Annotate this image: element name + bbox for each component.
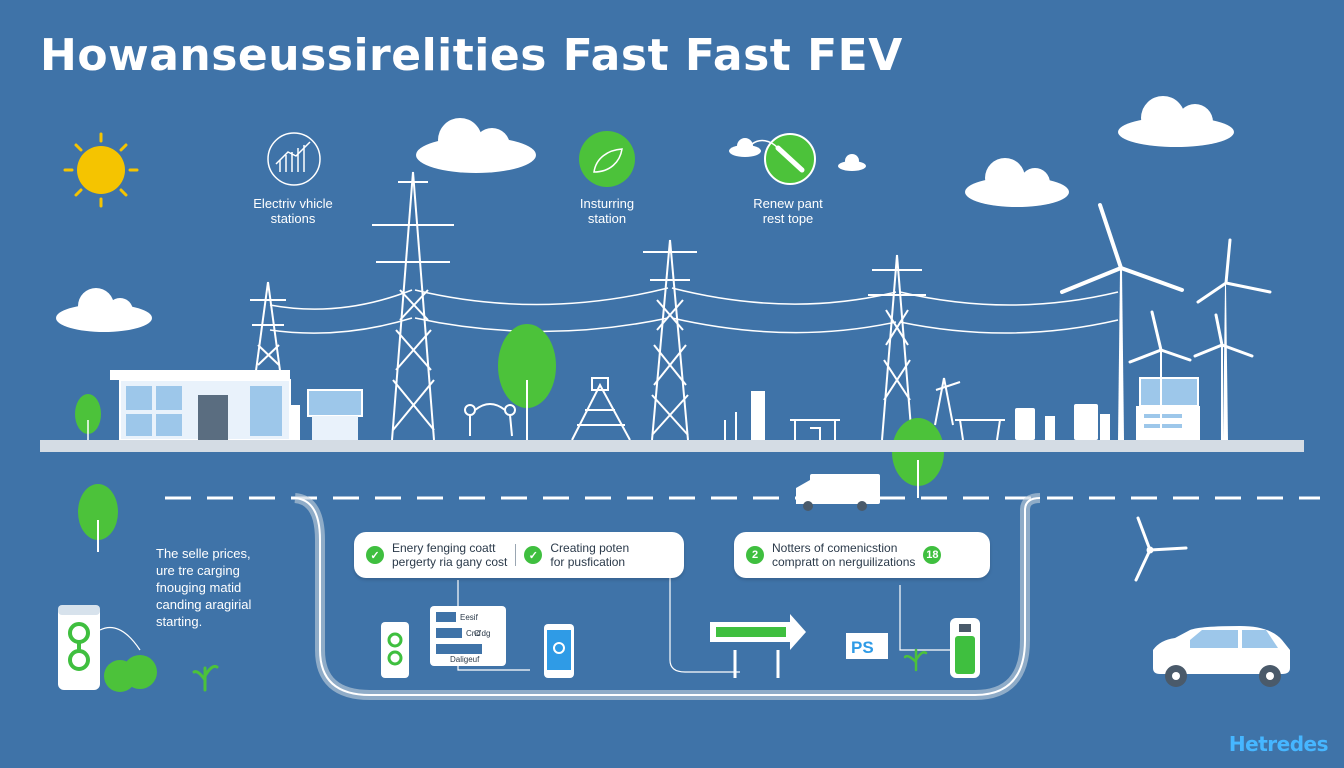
sprout-icon bbox=[192, 664, 219, 692]
side-note: The selle prices, ure tre carging fnougi… bbox=[156, 545, 296, 630]
cloud-icon bbox=[56, 288, 152, 332]
solar-panel-icon bbox=[307, 389, 363, 440]
direction-arrow-sign-icon bbox=[710, 614, 806, 678]
cloud-icons bbox=[56, 96, 1234, 332]
bubble-line: Creating poten bbox=[550, 541, 630, 555]
charging-conduit-outline bbox=[294, 497, 1041, 696]
ev-charger-icon bbox=[950, 618, 980, 678]
charger-screen-line: C’dg bbox=[474, 629, 490, 638]
sun-icon bbox=[63, 132, 139, 208]
side-note-line: starting. bbox=[156, 614, 203, 629]
bubble-divider bbox=[515, 544, 517, 566]
building-icon bbox=[1136, 377, 1200, 440]
bubble-line: compratt on nerguilizations bbox=[772, 555, 916, 569]
plug-icon bbox=[751, 133, 816, 185]
label-line: station bbox=[587, 211, 627, 226]
chart-bars-icon bbox=[267, 132, 321, 186]
number-badge: 2 bbox=[746, 546, 764, 564]
info-bubble-cost: ✓ Enery fenging coatt pergerty ria gany … bbox=[354, 532, 684, 578]
pylon-icon bbox=[643, 239, 697, 441]
ev-stations-label: Electriv vhicle stations bbox=[218, 196, 368, 226]
side-note-line: ure tre carging bbox=[156, 563, 240, 578]
label-line: rest tope bbox=[762, 211, 814, 226]
bubble-text: Notters of comenicstion compratt on nerg… bbox=[772, 541, 915, 569]
bubble-line: Enery fenging coatt bbox=[392, 541, 496, 555]
cloud-icon bbox=[729, 138, 761, 157]
wind-turbine-icon bbox=[1060, 203, 1184, 440]
side-note-line: fnouging matid bbox=[156, 580, 242, 595]
info-bubble-regulations: 2 Notters of comenicstion compratt on ne… bbox=[734, 532, 990, 578]
pylon-icons bbox=[250, 171, 961, 441]
small-structures bbox=[464, 377, 1005, 441]
renew-plant-label: Renew pant rest tope bbox=[713, 196, 863, 226]
side-note-line: The selle prices, bbox=[156, 546, 251, 561]
wind-turbine-icon bbox=[1193, 313, 1254, 440]
building-icon bbox=[110, 370, 300, 441]
ev-charger-icon bbox=[58, 605, 100, 690]
charger-screen-line: Daligeuf bbox=[450, 655, 480, 664]
tree-icon bbox=[75, 394, 101, 440]
side-note-line: canding aragirial bbox=[156, 597, 252, 612]
wind-turbine-icon bbox=[1134, 516, 1188, 582]
bubble-line: Notters of comenicstion bbox=[772, 541, 898, 555]
sprout-icon bbox=[903, 648, 928, 672]
charger-screen-line: Cnd bbox=[466, 629, 481, 638]
brand-logo: Hetredes bbox=[1228, 732, 1329, 756]
insturring-station-label: Insturring station bbox=[532, 196, 682, 226]
label-line: Electriv vhicle bbox=[253, 196, 333, 211]
wind-turbine-icon bbox=[1128, 310, 1192, 440]
small-pylon-icon bbox=[934, 377, 961, 426]
bubble-line: pergerty ria gany cost bbox=[392, 555, 508, 569]
tree-icon bbox=[78, 484, 118, 552]
parking-sign-text: PS bbox=[851, 638, 874, 657]
cloud-icon bbox=[838, 154, 866, 171]
cloud-icon bbox=[416, 118, 536, 173]
check-badge-icon: ✓ bbox=[366, 546, 384, 564]
leaf-icon bbox=[579, 131, 635, 187]
label-line: stations bbox=[270, 211, 316, 226]
power-lines bbox=[269, 287, 1119, 334]
tree-icon bbox=[498, 324, 556, 440]
pylon-icon bbox=[372, 171, 454, 441]
label-line: Renew pant bbox=[753, 196, 823, 211]
bubble-line: for pusfication bbox=[550, 555, 626, 569]
pylon-icon bbox=[868, 254, 926, 441]
check-badge-icon: ✓ bbox=[524, 546, 543, 564]
wind-turbine-icons bbox=[1060, 203, 1272, 582]
pylon-icon bbox=[250, 281, 286, 379]
cabinet-icons bbox=[1015, 404, 1110, 440]
bubble-text: Enery fenging coatt pergerty ria gany co… bbox=[392, 541, 507, 569]
page-title: Howanseussirelities Fast Fast FEV bbox=[40, 30, 903, 81]
ground-line bbox=[40, 440, 1304, 452]
charger-screen-icon: Eesif Cnd C’dg Daligeuf bbox=[430, 606, 506, 666]
parking-sign-icon: PS bbox=[846, 633, 888, 659]
tree-icon bbox=[892, 418, 944, 498]
truck-icon bbox=[796, 474, 880, 511]
ev-charger-icon bbox=[544, 624, 574, 678]
number-badge: 18 bbox=[923, 546, 942, 564]
label-line: Insturring bbox=[579, 196, 635, 211]
bubble-text: Creating poten for pusfication bbox=[550, 541, 629, 569]
cloud-icon bbox=[965, 158, 1069, 207]
bush-icon bbox=[104, 655, 157, 692]
car-icon bbox=[1153, 626, 1290, 687]
cloud-icon bbox=[1118, 96, 1234, 147]
ev-charger-icon bbox=[381, 622, 409, 678]
charger-screen-line: Eesif bbox=[460, 613, 479, 622]
wind-turbine-icon bbox=[1196, 238, 1272, 440]
